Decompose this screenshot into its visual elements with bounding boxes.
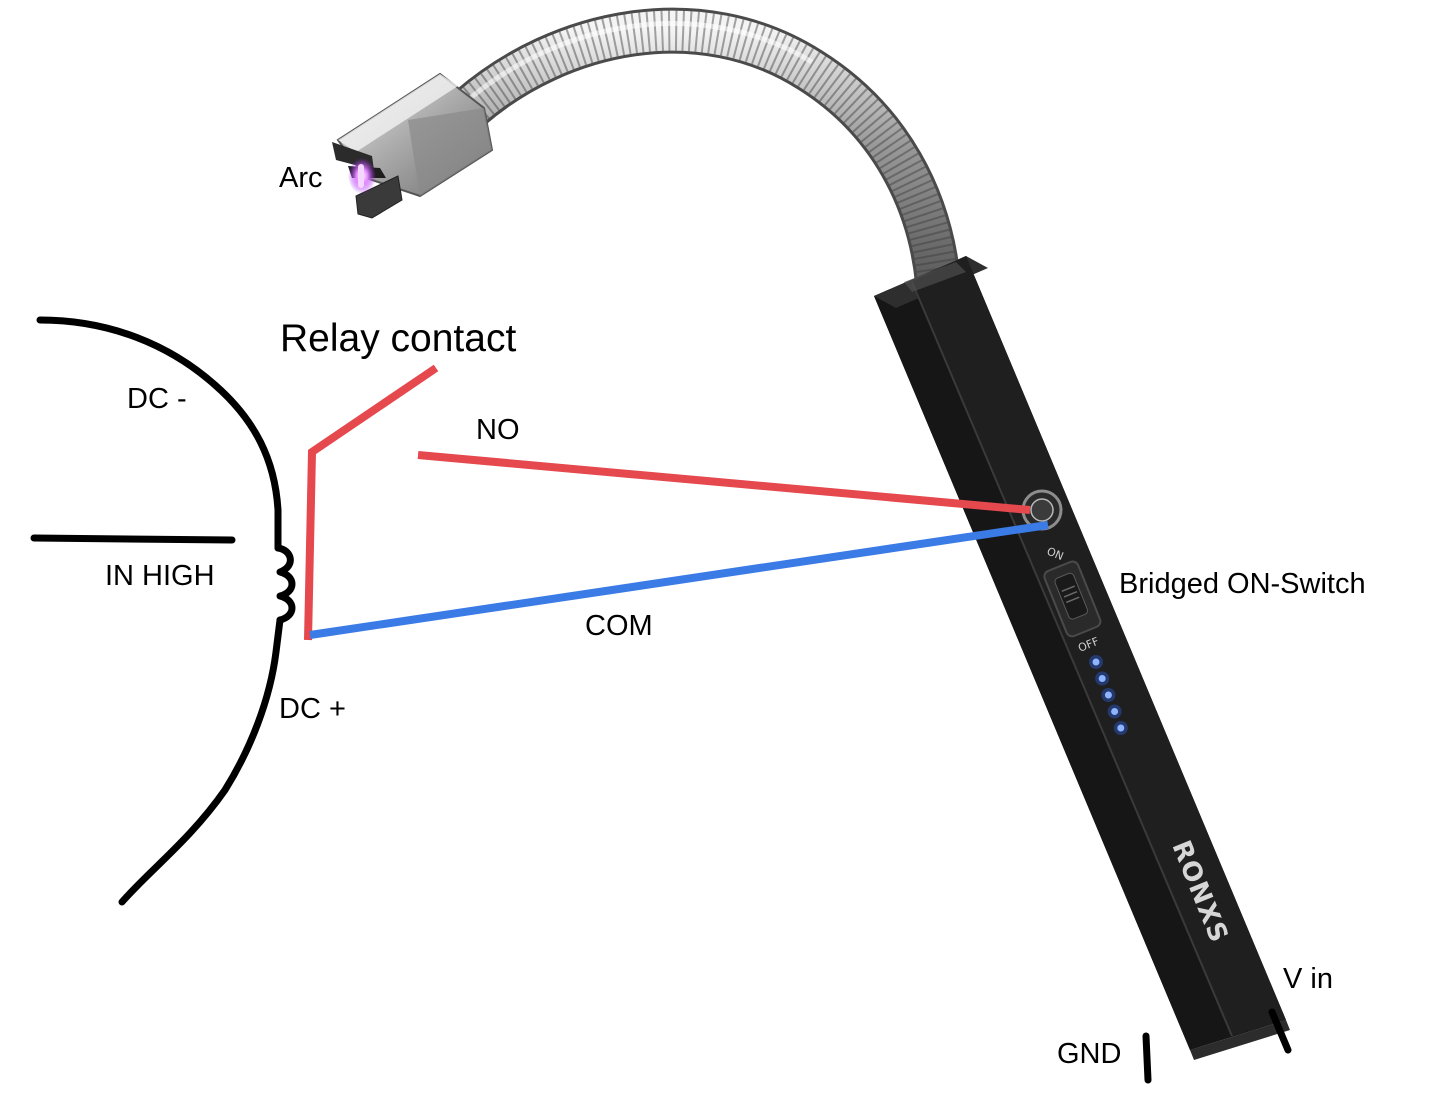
relay-coil-sketch [30,316,296,906]
label-bridged-switch: Bridged ON-Switch [1119,568,1366,600]
label-v-in: V in [1283,963,1333,995]
battery-led [1098,675,1106,682]
battery-led [1117,724,1125,732]
battery-leds [1089,655,1128,735]
battery-led [1092,658,1100,666]
label-dc-plus: DC + [279,693,346,725]
gnd-lead [1142,1032,1152,1084]
label-no: NO [476,414,520,446]
power-leads [1142,1008,1292,1084]
wire-com [309,521,1049,639]
label-relay-contact: Relay contact [280,317,516,360]
battery-led [1111,708,1119,715]
relay-contact-arm [304,364,439,641]
slide-switch: ON OFF [1043,545,1102,655]
battery-led [1104,691,1112,699]
lighter-body [874,256,1290,1060]
in-high-line [30,534,236,544]
wire-no [417,451,1031,514]
switch-on-label: ON [1045,545,1066,563]
label-in-high: IN HIGH [105,560,215,592]
gooseneck-hose [447,7,961,305]
label-arc: Arc [279,162,323,194]
label-gnd: GND [1057,1038,1121,1070]
vin-lead [1268,1008,1292,1054]
label-dc-minus: DC - [127,383,187,415]
label-com: COM [585,610,653,642]
lighter-head [332,72,494,219]
